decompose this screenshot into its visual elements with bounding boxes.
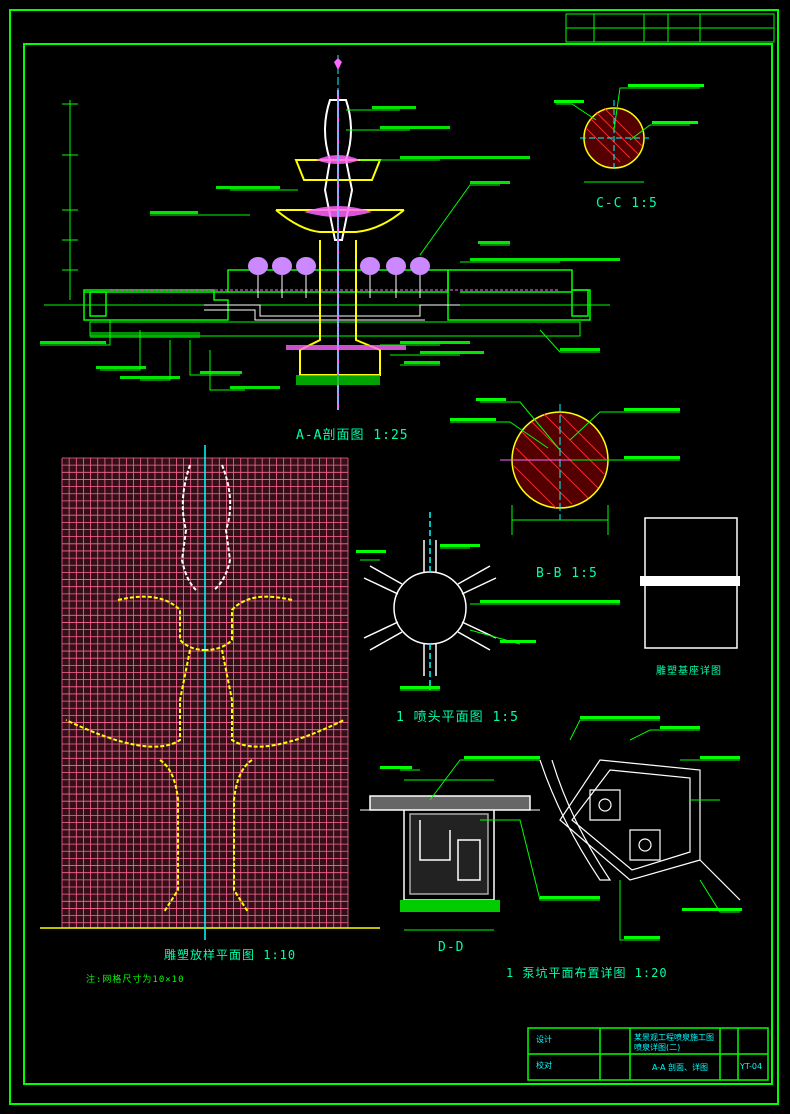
cover-detail-drawing (640, 517, 740, 649)
pool-base-slab (89, 321, 581, 337)
section-dd-title: D-D (438, 940, 465, 955)
pool-wall-left (83, 289, 229, 321)
sheet-frame (9, 9, 779, 1105)
section-aa-title: A-A剖面图 1:25 (296, 428, 409, 443)
footing-base (286, 345, 406, 350)
nozzle-plan-drawing (360, 512, 620, 691)
detail-cc-drawing (554, 84, 704, 183)
grid-sculpture-outline (65, 464, 345, 913)
title-block-drawing-no: YT-04 (740, 1062, 763, 1071)
nozzle-plan-leader-text (356, 544, 620, 689)
detail-cc-title: C-C 1:5 (596, 196, 658, 211)
title-block-designer: 设计 (536, 1035, 552, 1044)
grid-note: 注:网格尺寸为10×10 (86, 975, 185, 985)
pump-pit-drawing (539, 719, 741, 941)
grid-elevation-title: 雕塑放样平面图 1:10 (164, 948, 297, 962)
sculpture-column (275, 99, 405, 376)
nozzle-stems (257, 275, 421, 298)
column-footing (296, 375, 380, 385)
section-aa-leaders (40, 109, 600, 391)
grid-elevation-drawing (40, 445, 380, 940)
pool-gravel (90, 332, 200, 338)
title-block-drawing-name: A-A 剖面、详图 (652, 1063, 709, 1072)
section-aa-dimension-chain (62, 100, 78, 300)
section-aa-leader-text (40, 106, 620, 389)
pipe-lines (204, 304, 460, 321)
sculpture-tip (334, 58, 342, 70)
nozzle-plan-title: 1 喷头平面图 1:5 (396, 710, 519, 725)
section-dd-leader-text (380, 756, 600, 899)
section-aa-drawing (40, 55, 620, 410)
nozzle-caps (248, 257, 430, 275)
pool-wall-right (447, 269, 591, 321)
detail-bb-drawing (450, 398, 680, 535)
detail-bb-title: B-B 1:5 (536, 566, 598, 581)
title-block-project-1: 某景观工程喷泉施工图 (634, 1033, 714, 1042)
cover-detail-title: 雕塑基座详图 (656, 666, 722, 677)
pump-pit-title: 1 泵坑平面布置详图 1:20 (506, 966, 668, 980)
title-block-checker: 校对 (536, 1061, 552, 1070)
title-block-project-2: 喷泉详图(二) (634, 1043, 681, 1052)
pump-pit-leader-text (580, 716, 742, 939)
title-block (527, 1027, 769, 1081)
section-dd-drawing (360, 759, 600, 931)
